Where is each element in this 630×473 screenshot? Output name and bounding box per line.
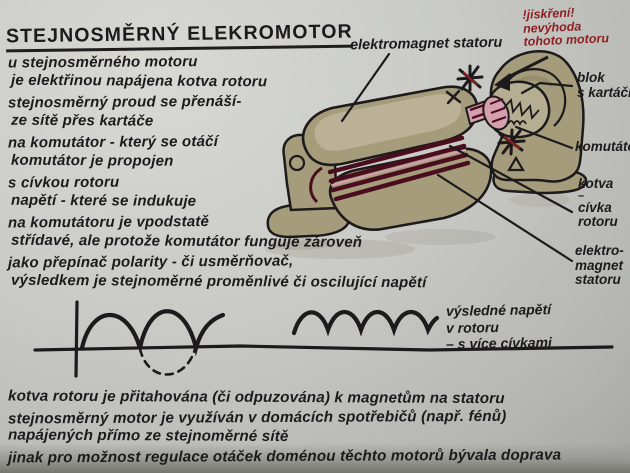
note-line: stejnosměrný proud se přenáší- [7, 92, 242, 112]
note-line: napětí - které se indukuje [10, 191, 197, 210]
connector-stator-top [340, 52, 391, 123]
footer-line: kotva rotoru je přitahována (či odpuzová… [7, 387, 505, 408]
label-commutator: komutátor [575, 139, 630, 155]
note-line: střídavé, ale protože komutátor funguje … [10, 231, 363, 251]
rectified-halfwaves [79, 309, 226, 357]
label-line: magnet [575, 257, 624, 273]
rotor-coils [327, 135, 471, 202]
spark-marks [445, 64, 526, 172]
note-line: u stejnosměrného motoru [7, 53, 198, 72]
label-line: blok [577, 70, 605, 85]
waveform-caption: výsledné napětí v rotoru – s více cívkam… [445, 301, 553, 352]
label-line: s kartáči [577, 84, 630, 100]
connector-rotor-coil [448, 144, 574, 214]
note-line: ze sítě přes kartáče [10, 111, 154, 130]
label-line: komutátor [575, 139, 630, 154]
label-line: statoru [575, 272, 621, 287]
note-line: je elektřinou napájena kotva rotoru [10, 71, 268, 91]
caption-line: – s více cívkami [445, 334, 553, 352]
page-title: STEJNOSMĚRNÝ ELEKROMOTOR [5, 20, 353, 53]
label-stator-magnet: elektro- magnet statoru [575, 243, 624, 288]
note-line: s cívkou rotoru [7, 173, 120, 192]
label-brush-block: blok s kartáči [577, 70, 630, 100]
waveform-plot [33, 300, 614, 378]
connector-brush-block [520, 81, 574, 95]
multi-coil-ripple [291, 310, 440, 337]
label-connector-lines [340, 52, 574, 263]
label-rotor-coil: kotva – cívka rotoru [578, 176, 618, 230]
label-line: kotva [578, 176, 614, 191]
label-line: cívka [578, 199, 612, 215]
footer-line: napájených přímo ze stejnoměrné sítě [7, 426, 289, 446]
commutator-cylinder [482, 80, 551, 139]
note-line: komutátor je propojen [10, 151, 174, 170]
note-line: na komutátor - který se otáčí [7, 132, 219, 152]
negative-halfwave-dashed [138, 347, 197, 376]
caption-line: výsledné napětí [445, 301, 552, 319]
footer-line: jinak pro možnost regulace otáček doméno… [7, 446, 562, 466]
caption-line: v rotoru [445, 318, 500, 336]
sparking-warning: !jiskření! nevýhoda tohoto motoru [522, 5, 609, 49]
label-line: elektro- [575, 243, 624, 258]
label-line: rotoru [578, 214, 618, 229]
note-line: na komutátoru je vpodstatě [7, 213, 210, 232]
label-line: – [578, 189, 585, 202]
connector-commutator [514, 125, 574, 150]
connector-stator-magnet [436, 173, 574, 263]
spark-arrow-icon [494, 55, 549, 91]
footer-notes: kotva rotoru je přitahována (či odpuzová… [8, 388, 561, 466]
notes-block: u stejnosměrného motoru je elektřinou na… [8, 52, 427, 292]
waveform-x-axis [33, 344, 614, 352]
label-stator-electromagnet: elektromagnet statoru [349, 34, 503, 54]
note-line: jako přepínač polarity - či usměrňovač, [7, 252, 294, 272]
waveform-y-axis [74, 300, 79, 378]
note-line: výsledkem je stejnoměrné proměnlivé či o… [10, 271, 427, 292]
paper-smudges [265, 193, 570, 259]
